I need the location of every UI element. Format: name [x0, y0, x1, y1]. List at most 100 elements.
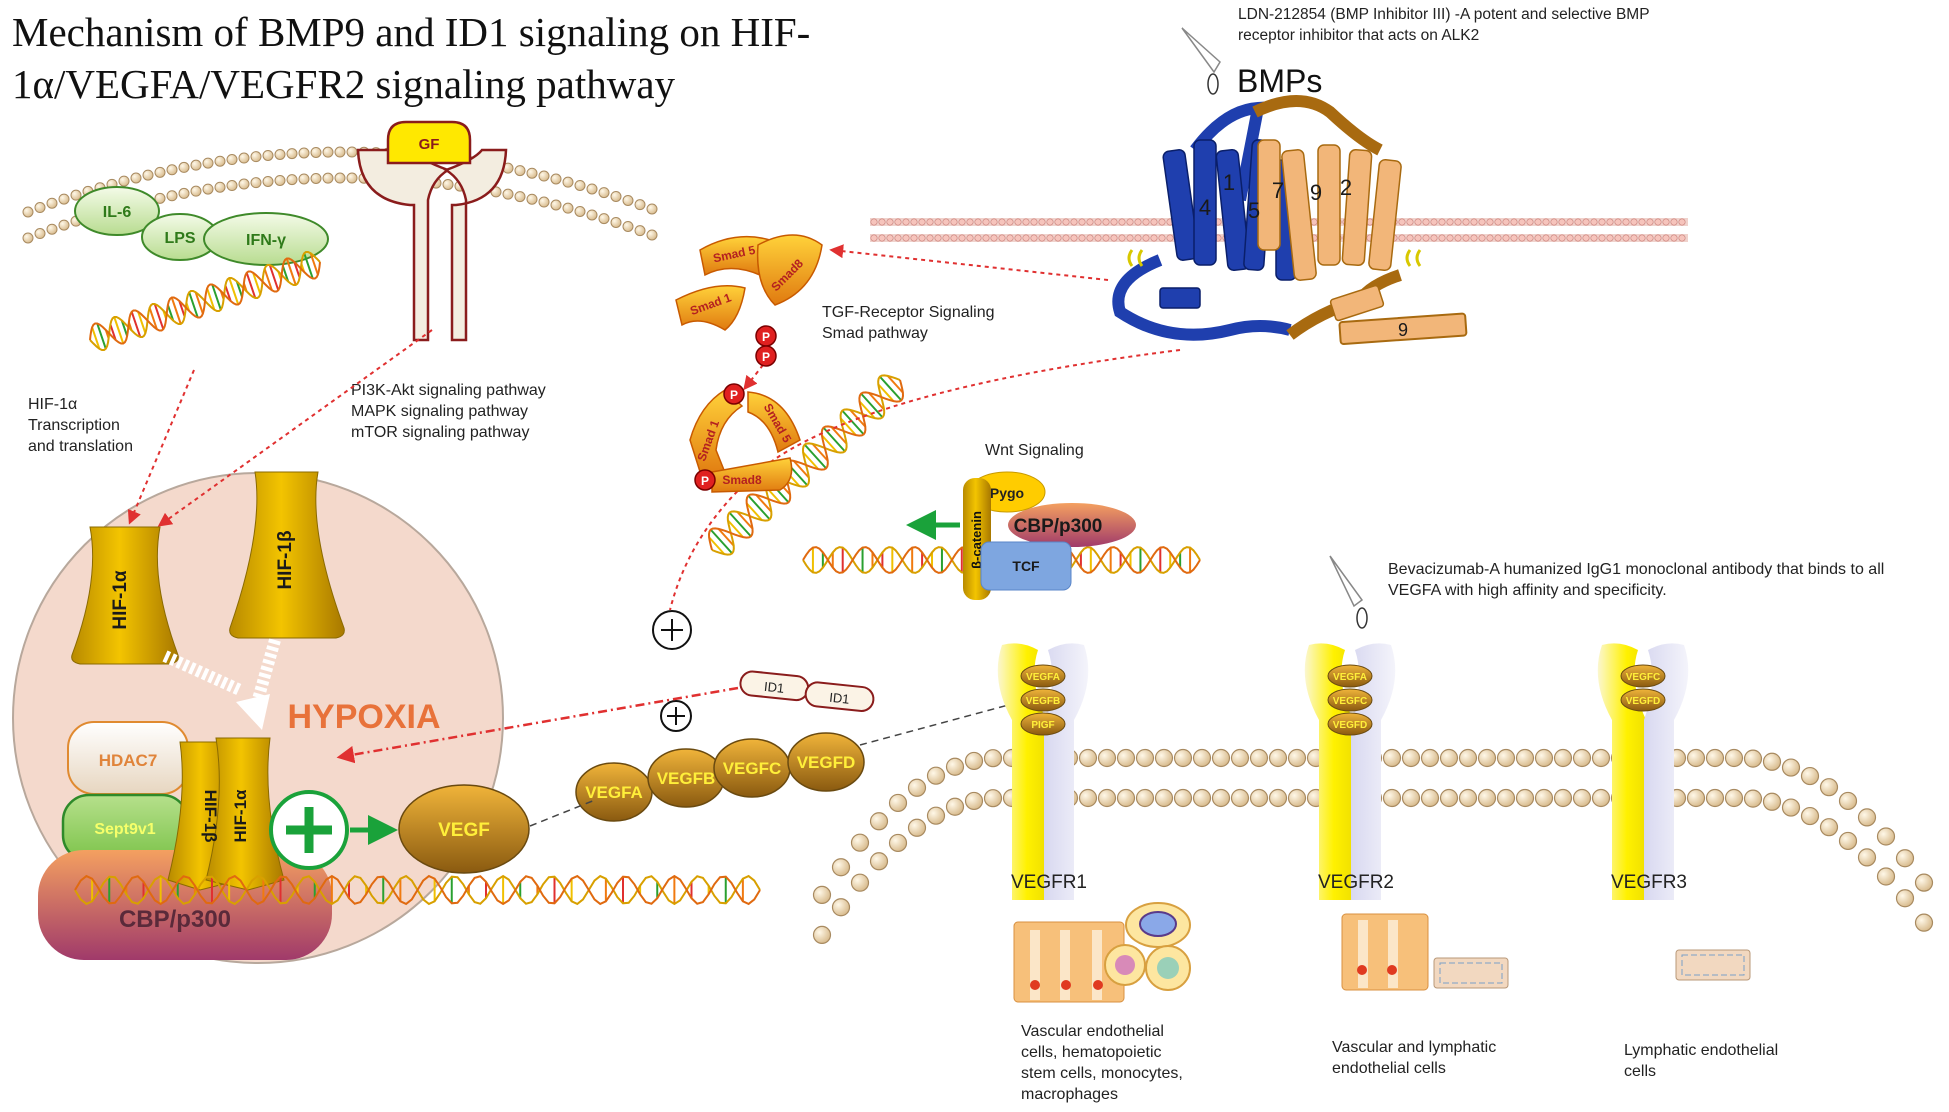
vegfr-receptor: VEGFC VEGFD VEGFR3 — [1597, 643, 1689, 900]
hif1a-label: HIF-1α — [110, 570, 131, 630]
vegf-family-label: VEGFB — [657, 769, 716, 788]
receptor-cells-note-1: Vascular endothelial cells, hematopoieti… — [1021, 1021, 1183, 1105]
note-line: Transcription — [28, 417, 120, 434]
receptor-ligand-label: VEGFA — [1333, 672, 1367, 683]
hif-transcription-note: HIF-1α Transcription and translation — [28, 394, 133, 457]
receptor-name-label: VEGFR3 — [1611, 872, 1687, 893]
receptor-ligand — [1020, 712, 1066, 736]
wnt-complex: CBP/p300 Pygo β-catenin TCF — [906, 471, 1136, 600]
stem-cell-icon — [1104, 902, 1191, 991]
smad-complex: Smad 1 Smad 5 Smad8 P P — [689, 383, 801, 493]
wnt-cbp-label: CBP/p300 — [1014, 516, 1103, 537]
note-line: Vascular and lymphatic — [1332, 1039, 1497, 1056]
ldn-inhibitor-syringe-icon — [1181, 27, 1221, 95]
connector-lines — [529, 703, 1013, 827]
cbp-p300-nuclear-label: CBP/p300 — [119, 906, 231, 933]
wnt-title: Wnt Signaling — [985, 442, 1084, 459]
smad-monomers: Smad 5 Smad 1 Smad8 — [675, 234, 823, 331]
note-line: HIF-1α — [28, 396, 78, 413]
id1-proteins: ID1 ID1 — [739, 670, 875, 712]
sept9v1-label: Sept9v1 — [94, 821, 155, 838]
dna-strand-nuclear — [74, 874, 761, 906]
id1-label-1: ID1 — [763, 679, 785, 696]
note-line: stem cells, monocytes, — [1021, 1065, 1183, 1082]
activation-plus — [269, 790, 398, 870]
bevacizumab-syringe-icon — [1329, 555, 1368, 629]
pathways-note: PI3K-Akt signaling pathway MAPK signalin… — [351, 380, 546, 443]
bmp-helix-number: 2 — [1340, 175, 1352, 200]
receptor-ligand — [1327, 664, 1373, 688]
vegf-family-member — [787, 732, 865, 792]
receptor-ligand-label: VEGFB — [1026, 696, 1060, 707]
vegf: VEGF — [398, 784, 530, 874]
cytokine-ifn: IFN-γ — [203, 212, 329, 266]
bmp-helix-number: 7 — [1272, 178, 1284, 203]
note-line: endothelial cells — [1332, 1060, 1446, 1077]
pygo-label: Pygo — [990, 485, 1024, 501]
page-title: Mechanism of BMP9 and ID1 signaling on H… — [12, 9, 811, 107]
plus-sign-2 — [660, 700, 692, 732]
vegf-label: VEGF — [438, 820, 490, 841]
cytokine-il6: IL-6 — [74, 186, 160, 236]
phospho-label: P — [730, 388, 738, 402]
beta-catenin-label: β-catenin — [969, 511, 984, 569]
note-line: PI3K-Akt signaling pathway — [351, 382, 546, 399]
vegf-family-label: VEGFD — [797, 753, 856, 772]
hif-dimer-1b-label: HIF-1β — [201, 790, 220, 843]
receptor-ligand — [1327, 712, 1373, 736]
hif1b-subunit: HIF-1β — [229, 471, 345, 639]
lymphatic-cell-icon — [1433, 957, 1509, 989]
note-line: and translation — [28, 438, 133, 455]
phospho-label: P — [701, 474, 709, 488]
note-line: MAPK signaling pathway — [351, 403, 528, 420]
signaling-arrows — [127, 244, 1181, 764]
vascular-cell-icon — [1341, 913, 1429, 991]
cytokine-lps-label: LPS — [164, 230, 195, 247]
dna-strand-top-left — [89, 251, 321, 351]
bmp-helix-number: 9 — [1398, 320, 1408, 340]
receptor-cells-note-2: Vascular and lymphatic endothelial cells — [1332, 1037, 1496, 1079]
receptor-name-label: VEGFR1 — [1011, 872, 1087, 893]
note-line: cells — [1624, 1063, 1657, 1080]
cytokine-il6-label: IL-6 — [103, 204, 132, 221]
receptor-ligand-label: PIGF — [1031, 720, 1054, 731]
id1-label-2: ID1 — [829, 690, 851, 707]
hif-dimer: HIF-1β HIF-1α — [167, 737, 285, 891]
endothelial-cell-icon — [1013, 921, 1125, 1003]
vegf-family-label: VEGFC — [723, 759, 782, 778]
bmp-helix-number: 1 — [1223, 170, 1235, 195]
bmps-label: BMPs — [1237, 63, 1322, 99]
receptor-ligand-label: VEGFD — [1626, 696, 1660, 707]
receptor-ligand-label: VEGFC — [1626, 672, 1660, 683]
hif-dimerization-arrows — [162, 638, 281, 730]
receptor-name-label: VEGFR2 — [1318, 872, 1394, 893]
cytokine-ifn-label: IFN-γ — [246, 232, 286, 249]
note-line: TGF-Receptor Signaling — [822, 304, 995, 321]
receptor-cells-note-3: Lymphatic endothelial cells — [1624, 1040, 1778, 1082]
phospho-label: P — [762, 330, 770, 344]
note-line: Vascular endothelial — [1021, 1023, 1164, 1040]
note-line: macrophages — [1021, 1086, 1118, 1103]
phosphate-groups: P P — [755, 325, 777, 367]
cytokine-lps: LPS — [141, 213, 219, 261]
cell-icons — [1013, 902, 1751, 1003]
note-line: Smad pathway — [822, 325, 928, 342]
lymphatic-cell-icon — [1675, 949, 1751, 981]
hdac7: HDAC7 — [67, 721, 189, 795]
note-line: Lymphatic endothelial — [1624, 1042, 1779, 1059]
bmp-helix-number: 4 — [1199, 195, 1211, 220]
hif-dimer-1a-label: HIF-1α — [231, 789, 250, 843]
receptor-ligand — [1020, 664, 1066, 688]
vegf-receptors: VEGFA VEGFB PIGF VEGFR1 VEGFAVEGFCVEGFDVEGFR… — [997, 643, 1689, 900]
receptor-ligand — [1327, 688, 1373, 712]
complex-smad8-label: Smad8 — [722, 473, 762, 487]
bevacizumab-note: Bevacizumab-A humanized IgG1 monoclonal … — [1388, 561, 1885, 599]
bmp-helix-number: 5 — [1248, 198, 1260, 223]
hypoxia-label: HYPOXIA — [287, 698, 440, 736]
note-line: cells, hematopoietic — [1021, 1044, 1162, 1061]
note-line: mTOR signaling pathway — [351, 424, 530, 441]
